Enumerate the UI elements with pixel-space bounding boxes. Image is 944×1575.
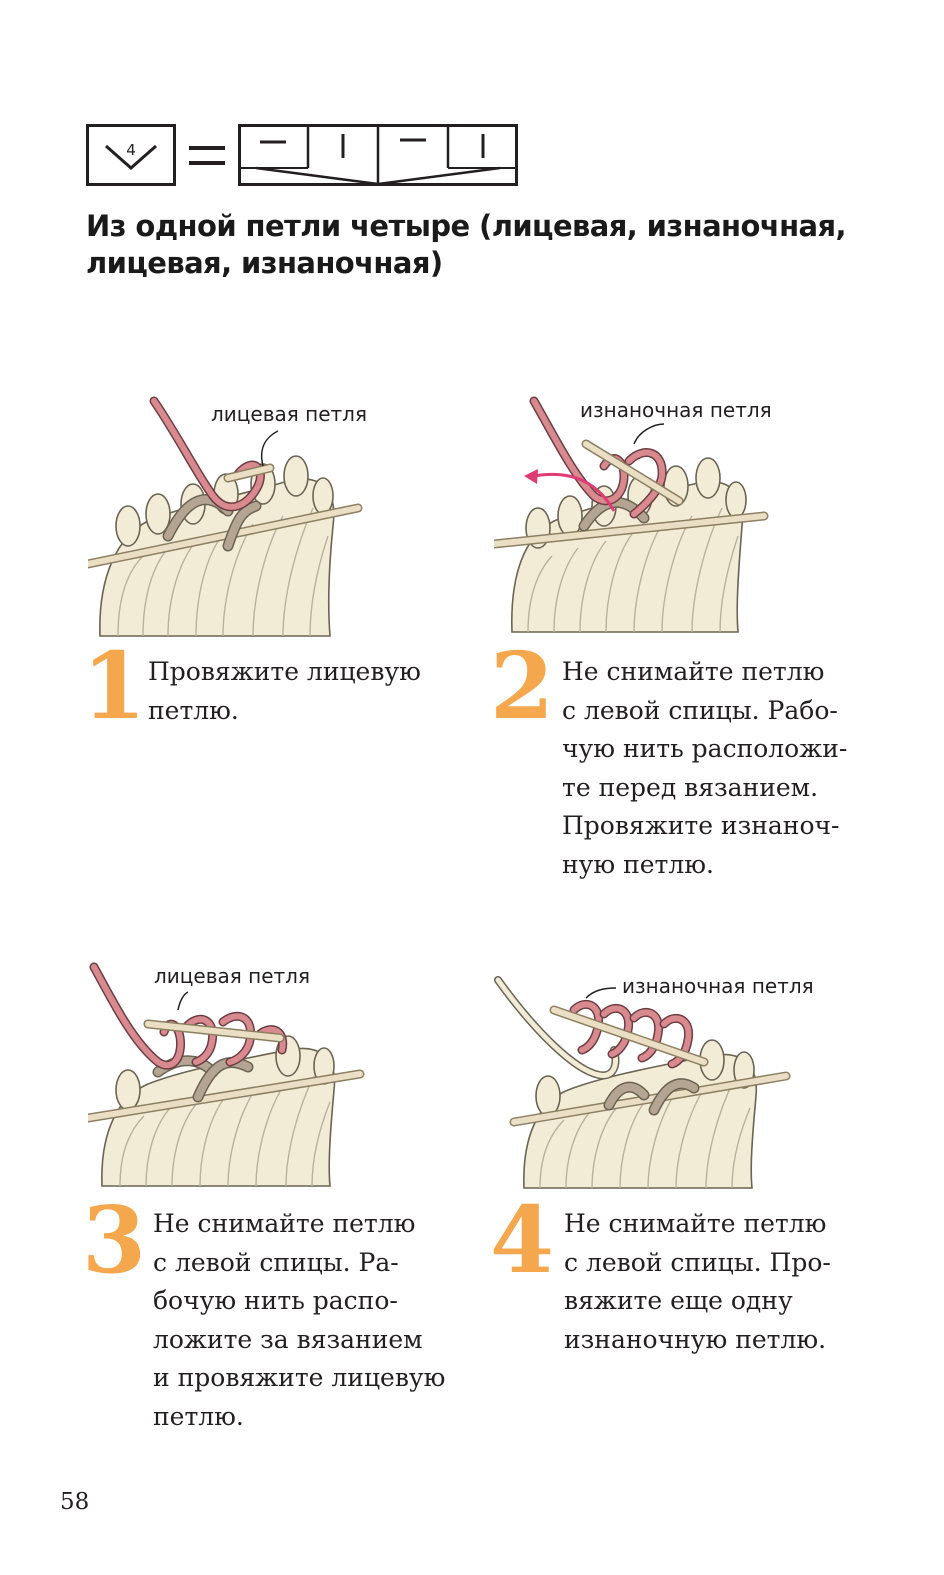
purl-stitch-illustration-icon <box>489 396 769 633</box>
step-1-number: 1 <box>82 632 147 740</box>
step-3-number: 3 <box>82 1186 147 1294</box>
step-2-text: Не снимайте петлю с левой спицы. Рабо- ч… <box>562 653 892 885</box>
step-4-illustration: изнаночная петля <box>494 970 814 1190</box>
step-1-text: Провяжите лицевую петлю. <box>148 653 478 730</box>
text-line: и провяжите лицевую <box>153 1363 446 1393</box>
text-line: те перед вязанием. <box>562 772 819 802</box>
increase-symbol-icon: 4 <box>86 124 176 186</box>
text-line: вяжите еще одну <box>564 1286 793 1316</box>
step-2-label: изнаночная петля <box>580 398 772 422</box>
step-1-label: лицевая петля <box>211 402 367 426</box>
text-line: Не снимайте петлю <box>562 657 825 686</box>
stitch-symbol-row: 4 <box>86 124 526 190</box>
text-line: с левой спицы. Ра- <box>153 1247 399 1277</box>
text-line: ную петлю. <box>562 849 714 879</box>
symbol-key-number: 4 <box>126 141 136 159</box>
text-line: Провяжите изнаноч- <box>562 811 840 841</box>
text-line: изнаночную петлю. <box>564 1324 827 1354</box>
text-line: с левой спицы. Про- <box>564 1247 831 1277</box>
text-line: Не снимайте петлю <box>153 1209 416 1238</box>
step-3-illustration: лицевая петля <box>83 962 373 1188</box>
equals-icon <box>189 146 225 165</box>
step-3-text: Не снимайте петлю с левой спицы. Ра- боч… <box>153 1205 483 1437</box>
page-title: Из одной петли четыре (лицевая, изнаночн… <box>86 208 847 282</box>
page-number: 58 <box>60 1489 90 1515</box>
text-line: чую нить расположи- <box>562 734 848 764</box>
step-4-number: 4 <box>490 1186 555 1294</box>
purl-stitch-illustration-icon <box>494 976 791 1189</box>
knit-stitch-illustration-icon <box>83 396 363 637</box>
step-3-label: лицевая петля <box>154 964 310 988</box>
step-1-illustration: лицевая петля <box>83 396 373 638</box>
text-line: Не снимайте петлю <box>564 1209 827 1238</box>
text-line: петлю. <box>148 695 239 725</box>
title-line: Из одной петли четыре (лицевая, изнаночн… <box>86 209 847 243</box>
step-4-text: Не снимайте петлю с левой спицы. Про- вя… <box>564 1205 894 1359</box>
text-line: Провяжите лицевую <box>148 657 421 686</box>
knit-stitch-illustration-icon <box>83 962 365 1187</box>
step-4-label: изнаночная петля <box>622 974 814 998</box>
text-line: бочую нить распо- <box>153 1286 398 1316</box>
text-line: петлю. <box>153 1401 244 1431</box>
step-2-number: 2 <box>490 632 555 740</box>
text-line: с левой спицы. Рабо- <box>562 695 838 725</box>
title-line: лицевая, изнаночная) <box>86 246 443 280</box>
text-line: ложите за вязанием <box>153 1324 423 1354</box>
step-2-illustration: изнаночная петля <box>489 396 772 638</box>
stitch-chart-icon <box>238 124 518 186</box>
